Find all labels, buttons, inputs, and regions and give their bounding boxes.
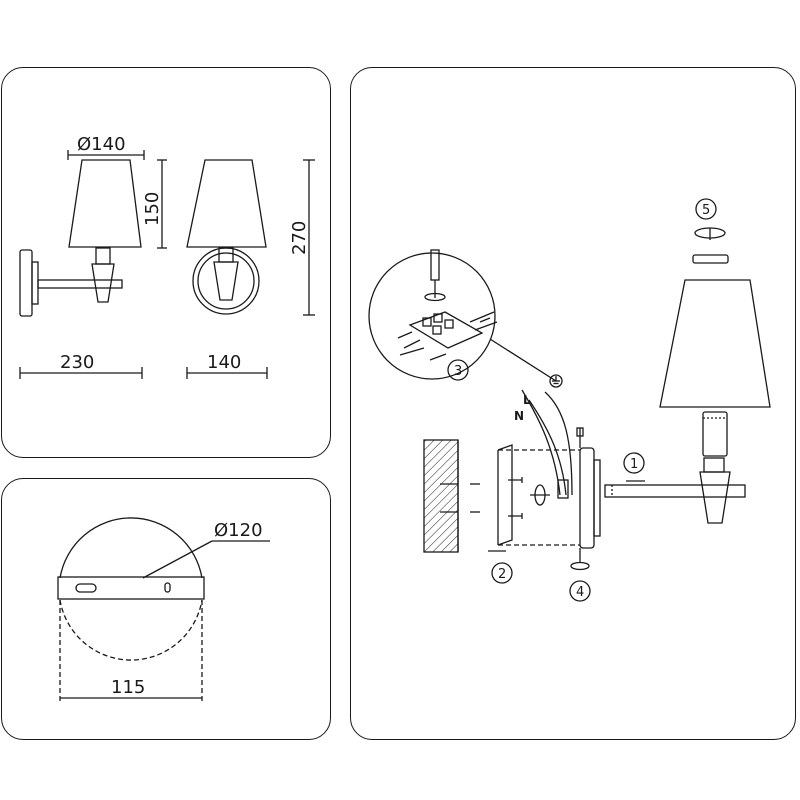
step-4-circle xyxy=(569,580,591,602)
side-view xyxy=(19,159,142,317)
label-shade-diameter: Ø140 xyxy=(77,134,126,155)
dim-projection xyxy=(19,367,143,379)
dimensions-panel xyxy=(1,67,331,458)
wire-neutral-label: N xyxy=(514,409,524,423)
step-4-label: 4 xyxy=(576,585,584,600)
wire-live-label: L xyxy=(523,393,531,407)
assembly-panel xyxy=(350,67,796,740)
step-1-label: 1 xyxy=(630,457,638,472)
label-shade-height: 150 xyxy=(142,192,163,226)
terminal-detail xyxy=(368,249,557,382)
dim-shade-height xyxy=(157,159,167,249)
label-front-width: 140 xyxy=(207,352,241,373)
wall xyxy=(423,439,480,553)
step-2-label: 2 xyxy=(498,567,506,582)
canopy xyxy=(570,427,601,571)
mounting-plate-panel xyxy=(1,478,331,740)
mounting-plate xyxy=(57,517,270,703)
step-2-circle xyxy=(491,562,513,584)
label-mount-spacing: 115 xyxy=(111,677,145,698)
shade xyxy=(659,227,771,408)
mounting-bracket xyxy=(497,444,580,546)
label-total-height: 270 xyxy=(289,221,310,255)
step-1-circle xyxy=(623,452,645,474)
dim-total-height xyxy=(303,159,315,316)
front-view xyxy=(186,159,267,315)
wires xyxy=(521,389,573,506)
label-plate-diameter: Ø120 xyxy=(214,520,263,541)
step-3-label: 3 xyxy=(454,364,462,379)
step-5-label: 5 xyxy=(702,203,710,218)
step-3-circle xyxy=(447,359,469,381)
step-5-circle xyxy=(695,198,717,220)
label-projection: 230 xyxy=(60,352,94,373)
dim-front-width xyxy=(186,367,268,379)
arm xyxy=(604,411,746,524)
dim-shade-diameter xyxy=(67,150,145,160)
ground-symbol xyxy=(549,374,563,388)
